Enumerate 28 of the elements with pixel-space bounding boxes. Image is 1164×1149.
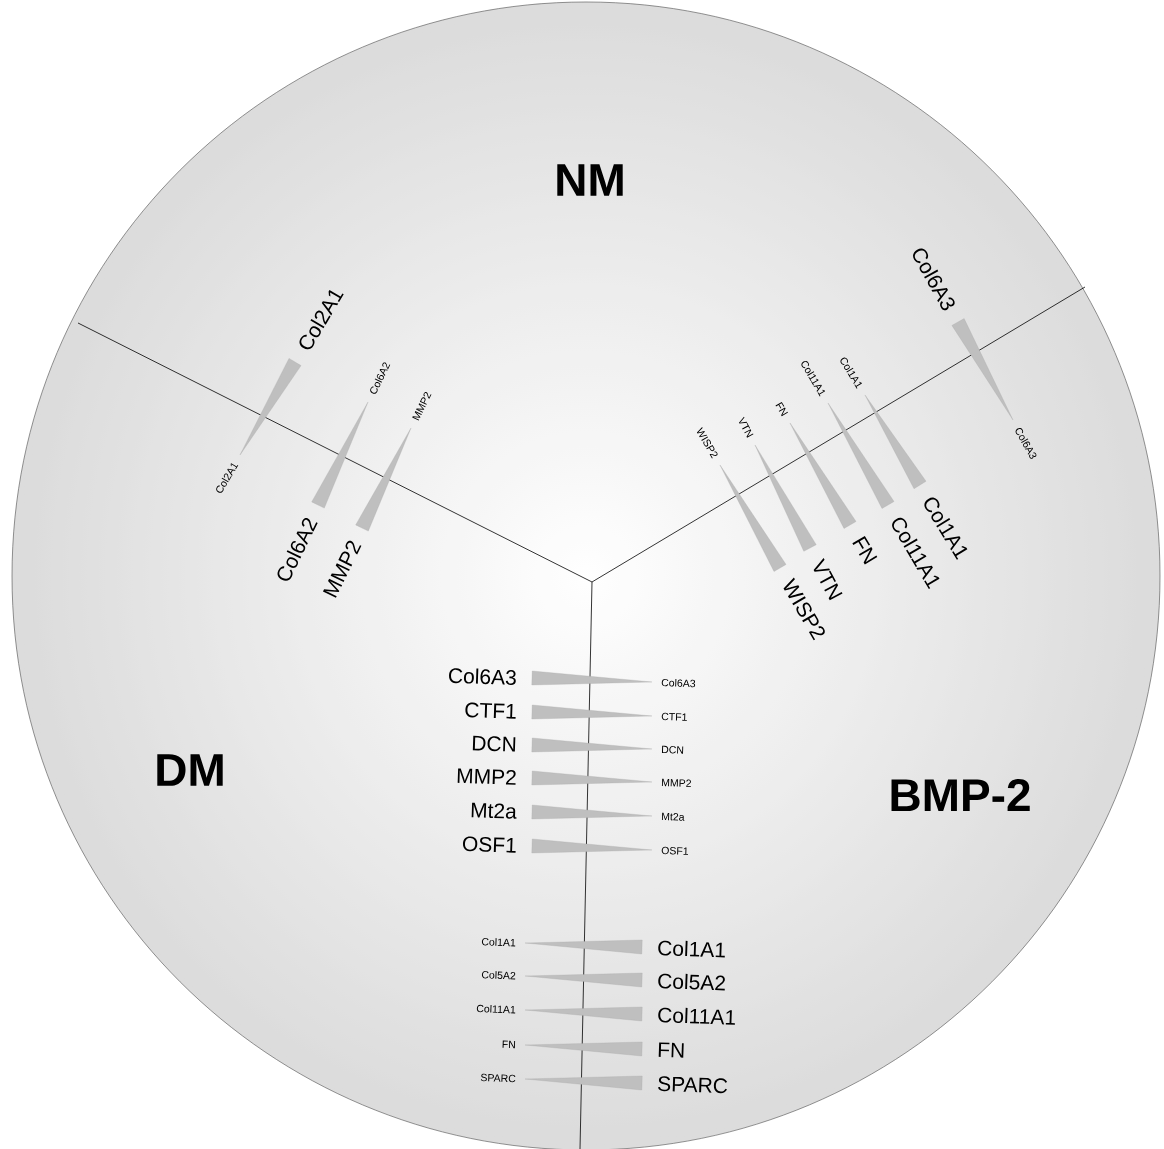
- gene-label: MMP2: [661, 778, 691, 787]
- gene-label: MMP2: [457, 768, 516, 785]
- gene-label: Col1A1: [658, 940, 725, 958]
- gene-label: FN: [658, 1042, 684, 1058]
- gene-label: FN: [502, 1040, 516, 1049]
- gene-label: OSF1: [661, 846, 688, 855]
- gene-label: Col11A1: [476, 1004, 516, 1014]
- gene-label: FN: [852, 535, 878, 565]
- gene-label: Mt2a: [661, 812, 685, 821]
- gene-label: CTF1: [465, 702, 516, 719]
- sector-label: BMP-2: [891, 778, 1030, 812]
- gene-label: CTF1: [661, 712, 687, 721]
- gene-label: FN: [775, 401, 788, 417]
- gene-label: SPARC: [480, 1073, 516, 1083]
- gene-label: Col5A2: [658, 973, 725, 991]
- gene-label: Mt2a: [471, 802, 517, 819]
- gene-label: Col11A1: [658, 1007, 735, 1025]
- gene-label: OSF1: [462, 836, 516, 853]
- gene-label: SPARC: [658, 1076, 728, 1094]
- gene-label: DCN: [661, 745, 684, 754]
- sector-label: NM: [557, 164, 623, 196]
- gene-label: Col1A1: [481, 938, 516, 947]
- gene-label: Col5A2: [481, 971, 516, 980]
- gene-label: VTN: [739, 416, 754, 438]
- gene-label: Col6A3: [661, 678, 696, 688]
- gene-label: DCN: [472, 735, 516, 752]
- sector-label: DM: [157, 754, 223, 786]
- gene-label: Col6A3: [449, 668, 516, 685]
